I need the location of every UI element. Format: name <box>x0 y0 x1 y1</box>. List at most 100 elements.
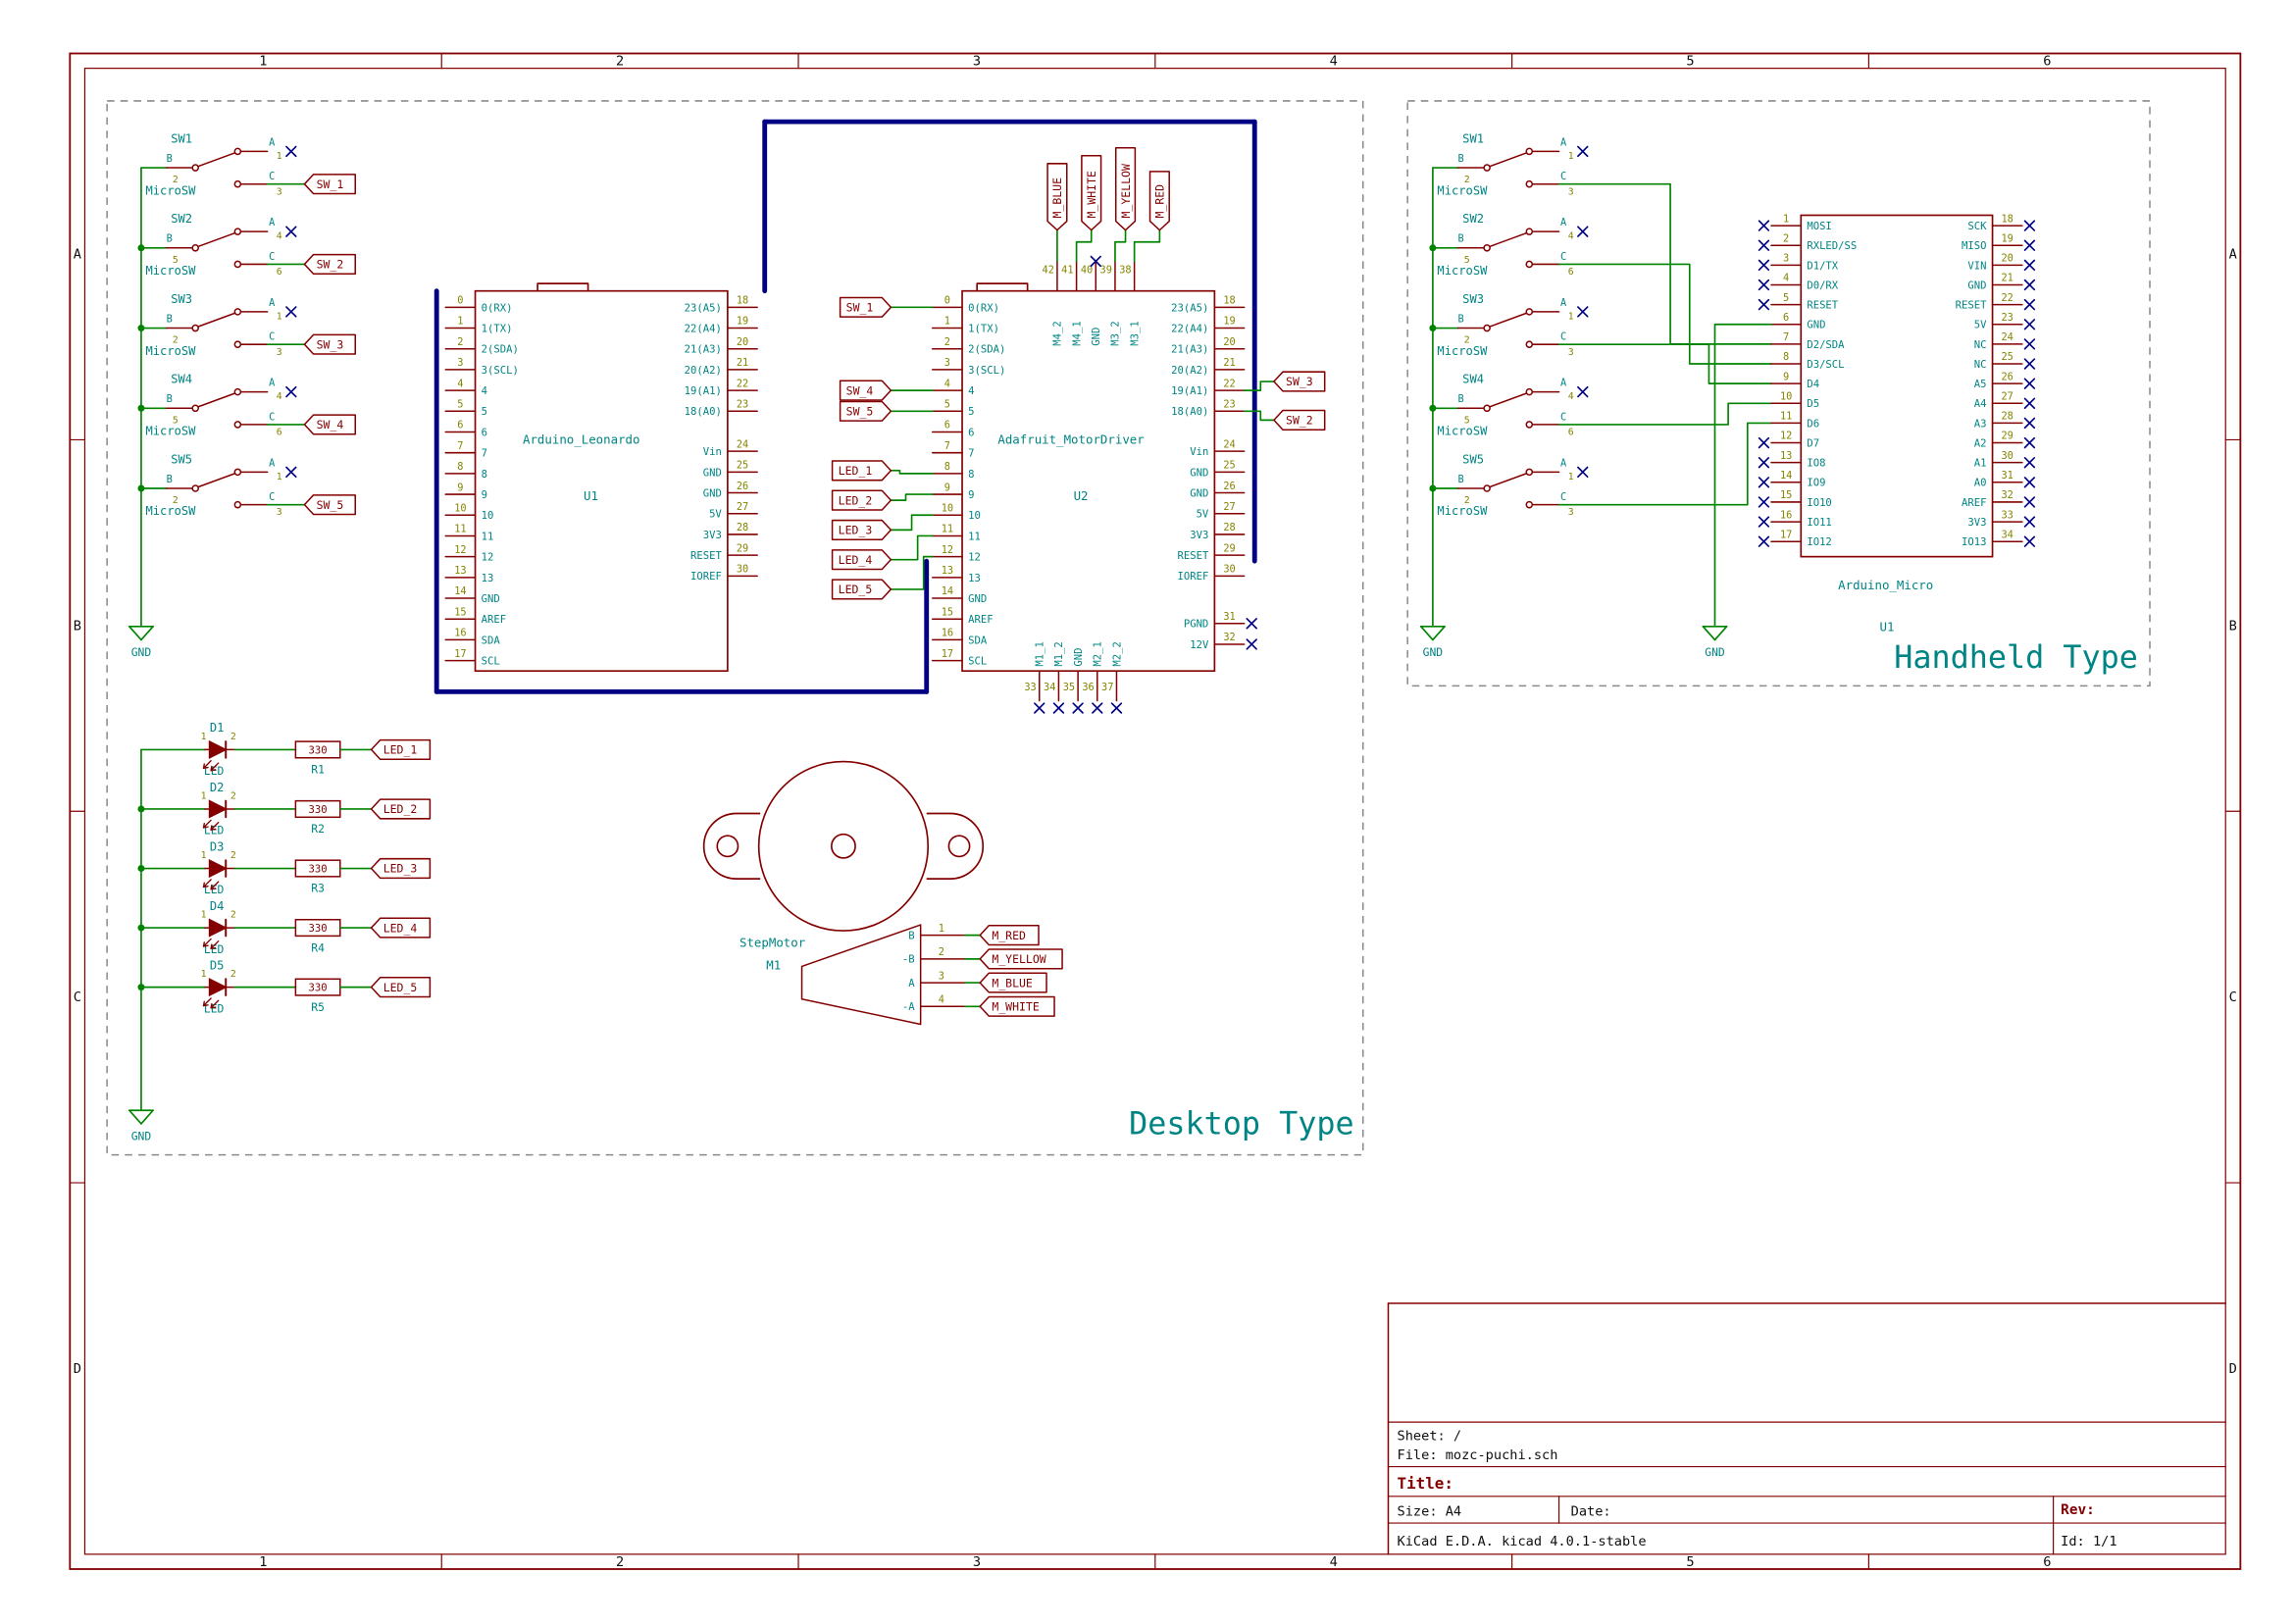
component-ref: D5 <box>210 958 225 972</box>
desktop-section: Desktop Type <box>106 100 1364 1156</box>
global-label[interactable]: SW_4 <box>839 380 892 401</box>
ic-arduino-micro[interactable]: 1MOSI2RXLED/SS3D1/TX4D0/RX5RESET6GND7D2/… <box>1758 213 2036 634</box>
global-label[interactable]: LED_2 <box>831 489 892 511</box>
global-label[interactable]: M_BLUE <box>1046 163 1068 231</box>
global-label-text: SW_5 <box>846 405 874 419</box>
pin-name: C <box>269 331 275 343</box>
global-label[interactable]: M_RED <box>979 925 1040 946</box>
global-label[interactable]: M_RED <box>1148 171 1170 231</box>
pin-name: SDA <box>482 634 501 646</box>
pin-name: GND <box>1807 320 1825 331</box>
global-label[interactable]: SW_2 <box>1273 409 1326 431</box>
motor-ear-right <box>926 812 985 880</box>
global-label-outline <box>303 174 356 195</box>
pin-name: 12 <box>482 552 494 564</box>
global-label[interactable]: LED_5 <box>370 977 432 998</box>
pin-name: A1 <box>1974 458 1987 470</box>
global-label[interactable]: LED_5 <box>831 579 892 600</box>
global-label[interactable]: LED_1 <box>831 460 892 482</box>
pin-name: 5 <box>482 406 487 418</box>
global-label[interactable]: M_YELLOW <box>1114 147 1137 231</box>
pin-number: 2 <box>939 946 944 958</box>
global-label[interactable]: LED_3 <box>370 857 432 880</box>
pin-number: 1 <box>1783 213 1789 225</box>
frame-row-label: B <box>2229 618 2237 634</box>
component-value: MicroSW <box>1437 183 1488 197</box>
global-label[interactable]: LED_4 <box>831 549 892 571</box>
global-label[interactable]: SW_2 <box>303 253 356 276</box>
wire <box>890 514 934 532</box>
global-label[interactable]: SW_5 <box>839 400 892 422</box>
led-triangle <box>208 918 228 938</box>
pin-number: 28 <box>737 522 748 533</box>
global-label[interactable]: SW_1 <box>303 174 356 195</box>
pin-name: D2/SDA <box>1807 339 1845 351</box>
global-label-outline <box>979 972 1047 993</box>
ic-arduino-leonardo[interactable]: Arduino_LeonardoU100(RX)11(TX)22(SDA)33(… <box>444 282 758 673</box>
pin-name: IO8 <box>1807 458 1825 470</box>
global-label[interactable]: M_WHITE <box>1081 155 1102 231</box>
pin-name: A <box>269 136 275 148</box>
pin-number: 2 <box>230 850 236 861</box>
global-label[interactable]: M_BLUE <box>979 972 1047 993</box>
no-connect-icon <box>2023 358 2036 370</box>
pin-number: 32 <box>2002 489 2014 501</box>
pin-number: 20 <box>1223 336 1235 348</box>
pin-number: 15 <box>942 606 953 618</box>
section-title-desktop: Desktop Type <box>1129 1106 1354 1142</box>
global-label-outline <box>831 460 892 482</box>
global-label[interactable]: SW_5 <box>303 494 356 516</box>
pin-name: D3/SCL <box>1807 359 1844 371</box>
no-connect-icon <box>2023 378 2036 389</box>
global-label[interactable]: SW_1 <box>839 296 892 318</box>
pin-number: 19 <box>737 316 748 328</box>
no-connect-icon <box>285 385 297 398</box>
global-label[interactable]: LED_1 <box>370 738 432 761</box>
pin-number: 2 <box>230 790 236 801</box>
pin-number: 3 <box>1783 253 1789 265</box>
global-label[interactable]: M_WHITE <box>979 995 1055 1017</box>
global-label-text: LED_5 <box>839 583 873 596</box>
no-connect-icon <box>1758 239 1770 251</box>
global-label[interactable]: SW_3 <box>1273 371 1326 392</box>
global-label[interactable]: LED_3 <box>831 519 892 540</box>
pin-name: 1(TX) <box>482 323 513 334</box>
pin-number: 1 <box>1568 311 1574 322</box>
pin-name: 5 <box>968 406 974 418</box>
pin-name: A <box>269 457 275 469</box>
ic-adafruit-motordriver[interactable]: Adafruit_MotorDriverU200(RX)11(TX)22(SDA… <box>932 260 1257 714</box>
global-label[interactable]: LED_4 <box>370 917 432 939</box>
global-label[interactable]: M_YELLOW <box>979 948 1063 970</box>
gnd-symbol: GND <box>128 1109 154 1143</box>
frame-column-label: 4 <box>1330 1554 1338 1570</box>
global-label[interactable]: SW_3 <box>303 333 356 355</box>
led-triangle <box>208 739 228 759</box>
global-label[interactable]: SW_4 <box>303 414 356 435</box>
no-connect-icon <box>1577 226 1589 237</box>
component-value: StepMotor <box>739 936 805 950</box>
stepmotor[interactable]: StepMotorM1B1M_RED-B2M_YELLOWA3M_BLUE-A4… <box>702 760 1063 1026</box>
no-connect-icon <box>2023 417 2036 430</box>
global-label[interactable]: LED_2 <box>370 798 432 820</box>
